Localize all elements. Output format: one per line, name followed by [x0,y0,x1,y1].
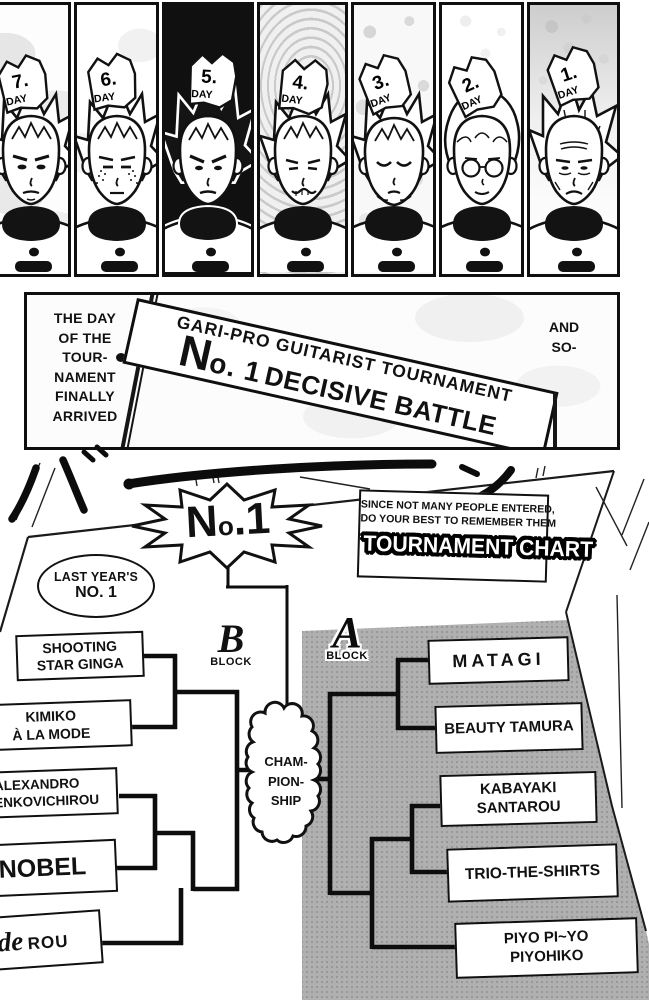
bracket-lines-b [98,653,254,946]
panel-day-3: 3. DAY [351,2,436,277]
day-tag-5: 5. DAY [188,52,238,109]
banner-knot [116,353,126,362]
entrant-matagi: MATAGI [427,636,570,685]
board-top-edge [27,469,615,539]
championship-cloud [244,700,323,845]
intro-panel: THE DAY OF THE TOUR- NAMENT FINALLY ARRI… [24,292,620,450]
svg-text:DAY: DAY [93,91,116,106]
no1-burst-label: No.1 [184,493,272,548]
svg-text:5.: 5. [201,66,218,88]
panel-day-1: 1. DAY [527,2,620,277]
panel-day-6: 6. DAY [74,2,159,277]
panel-day-7: 7. DAY [0,2,71,277]
championship-label: CHAM- PION- SHIP [264,754,308,808]
character-day-7 [0,82,68,272]
entrant-nobel: NOBEL [0,838,119,899]
svg-text:6.: 6. [99,68,118,91]
day-tag-1: 1. DAY [546,45,600,108]
svg-text:DAY: DAY [5,92,28,108]
tournament-chart-title: TOURNAMENT CHART [363,530,594,562]
entrant-de-rou: de ROU [0,909,104,973]
entrant-beauty-tamura: BEAUTY TAMURA [434,702,584,754]
svg-text:DAY: DAY [191,88,213,101]
intro-caption: THE DAY OF THE TOUR- NAMENT FINALLY ARRI… [52,310,118,424]
board-left-edge [0,536,30,633]
last-year-bubble: LAST YEAR'S NO. 1 [37,554,155,618]
character-day-3 [354,82,433,272]
day-tag-6: 6. DAY [86,52,137,112]
banner-rod [553,393,557,447]
day-tag-3: 3. DAY [358,53,413,117]
svg-text:4.: 4. [291,72,309,95]
no1-burst [131,481,323,571]
day-tag-4: 4. DAY [277,58,329,116]
svg-text:DAY: DAY [281,93,304,107]
panel-day-4: 4. DAY [257,2,348,277]
tournament-banner: GARI-PRO GUITARIST TOURNAMENT No. 1 DECI… [122,298,559,447]
aside-caption: AND SO- [548,319,580,355]
bracket-lines-a [316,657,456,950]
day-tag-2: 2. DAY [447,56,503,119]
svg-text:1.: 1. [558,62,580,87]
character-day-1 [530,75,617,272]
panel-day-5: 5. DAY [162,2,254,277]
board-right-edge-upper [565,470,615,613]
board-right-edge-lower [565,611,647,932]
svg-text:3.: 3. [370,70,392,95]
tournament-note-box: SINCE NOT MANY PEOPLE ENTERED, DO YOUR B… [356,489,594,583]
character-day-5 [165,72,251,272]
a-block-label: A BLOCK [326,608,368,663]
panel-day-2: 2. DAY [439,2,524,277]
b-block-label: B BLOCK [210,616,252,669]
svg-text:2.: 2. [459,72,482,98]
day-tag-7: 7. DAY [0,54,49,115]
character-day-6 [77,82,156,272]
entrant-trio-the-shirts: TRIO-THE-SHIRTS [446,843,619,903]
svg-text:7.: 7. [10,70,30,94]
character-day-4 [260,82,345,272]
